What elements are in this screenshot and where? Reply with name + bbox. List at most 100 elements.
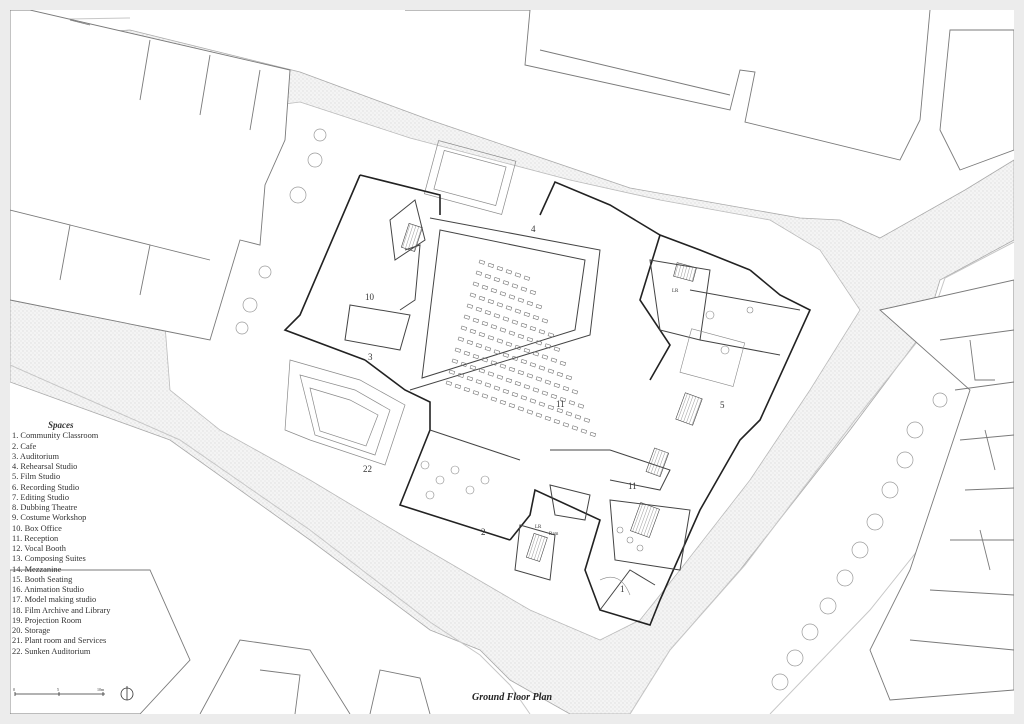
seat	[499, 399, 507, 405]
seat	[451, 358, 459, 364]
legend-item: 6. Recording Studio	[12, 482, 80, 492]
studio-furniture	[420, 306, 754, 596]
auditorium-seating	[445, 259, 597, 437]
seat	[529, 326, 537, 332]
seat	[484, 273, 492, 279]
seat	[562, 422, 570, 428]
seat	[475, 379, 483, 385]
legend-item: 17. Model making studio	[12, 595, 97, 605]
seat	[520, 395, 528, 401]
seat	[445, 380, 453, 386]
seat	[472, 354, 480, 360]
seat	[472, 281, 480, 287]
seat	[523, 311, 531, 317]
seat	[502, 388, 510, 394]
room-label-3: 3	[368, 352, 373, 362]
seat	[454, 383, 462, 389]
seat	[487, 299, 495, 305]
seat	[565, 375, 573, 381]
seat	[556, 371, 564, 377]
seat	[487, 262, 495, 268]
seat	[499, 291, 507, 297]
lift-label-b: LR	[535, 525, 542, 530]
room-label-1: 1	[620, 584, 625, 594]
legend-item: 5. Film Studio	[12, 472, 61, 482]
seat	[514, 272, 522, 278]
seat	[547, 404, 555, 410]
room-label-4: 4	[531, 224, 536, 234]
seat	[496, 338, 504, 344]
scale-tick-5: 5	[57, 687, 59, 692]
legend-item: 19. Projection Room	[12, 615, 82, 625]
seat	[502, 280, 510, 286]
legend-item: 1. Community Classroom	[12, 431, 99, 441]
seat	[553, 419, 561, 425]
seat	[523, 384, 531, 390]
seat	[559, 397, 567, 403]
seat	[544, 415, 552, 421]
seat	[553, 382, 561, 388]
seat	[463, 387, 471, 393]
seat	[517, 370, 525, 376]
seat	[502, 316, 510, 322]
scale-bar: 0 5 10m	[13, 687, 105, 696]
lift-label-a: LR	[672, 289, 679, 294]
site-inner	[159, 101, 861, 641]
seat	[466, 339, 474, 345]
seat	[460, 325, 468, 331]
seat	[574, 414, 582, 420]
north-arrow-icon	[120, 686, 134, 701]
legend-item: 3. Auditorium	[12, 451, 59, 461]
seat	[520, 359, 528, 365]
legend-item: 18. Film Archive and Library	[12, 605, 111, 615]
seat	[496, 266, 504, 272]
seat	[499, 363, 507, 369]
seat	[520, 322, 528, 328]
seat	[463, 314, 471, 320]
seat	[544, 379, 552, 385]
seat	[517, 297, 525, 303]
seat	[484, 382, 492, 388]
seat	[481, 284, 489, 290]
wc-label: Ram	[549, 532, 559, 537]
seat	[502, 352, 510, 358]
seat	[499, 327, 507, 333]
seat	[571, 389, 579, 395]
seat	[463, 350, 471, 356]
seat	[469, 292, 477, 298]
seat	[472, 390, 480, 396]
seat	[505, 341, 513, 347]
room-label-11-b: 11	[628, 481, 637, 491]
seat	[469, 365, 477, 371]
seat	[553, 346, 561, 352]
building-walls	[283, 174, 812, 626]
seat	[496, 302, 504, 308]
seat	[490, 324, 498, 330]
seat	[538, 329, 546, 335]
seat	[535, 340, 543, 346]
seat	[526, 300, 534, 306]
legend-item: 12. Vocal Booth	[12, 544, 66, 553]
trees	[235, 128, 948, 691]
seat	[475, 306, 483, 312]
seat	[556, 408, 564, 414]
scale-tick-10: 10m	[97, 687, 105, 692]
seat	[535, 304, 543, 310]
seat	[478, 295, 486, 301]
seat	[529, 398, 537, 404]
legend-item: 14. Mezzanine	[12, 564, 62, 574]
seat	[559, 360, 567, 366]
legend-item: 11. Reception	[12, 533, 59, 543]
seat	[448, 369, 456, 375]
legend-item: 7. Editing Studio	[12, 492, 70, 502]
seat	[517, 406, 525, 412]
room-label-2: 2	[481, 527, 486, 537]
seat	[487, 335, 495, 341]
seat	[526, 373, 534, 379]
stairs	[400, 223, 703, 562]
seat	[505, 269, 513, 275]
seat	[466, 303, 474, 309]
seat	[568, 400, 576, 406]
seat	[490, 396, 498, 402]
legend-item: 15. Booth Seating	[12, 574, 73, 584]
